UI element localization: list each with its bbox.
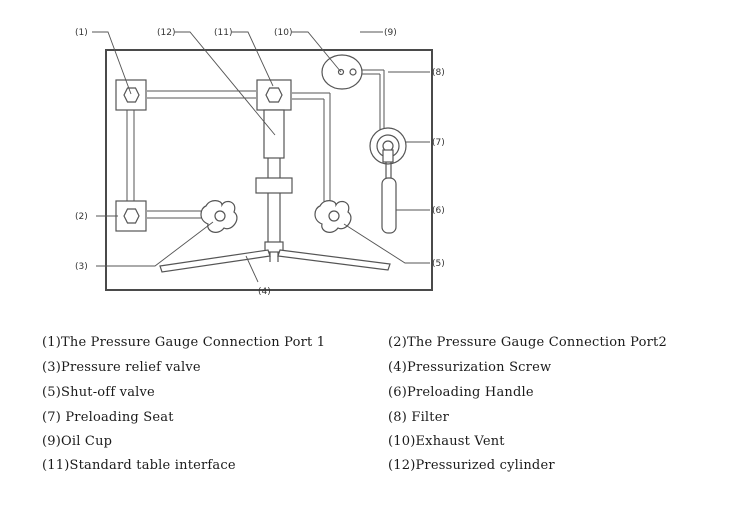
- callout-10: (10): [274, 28, 292, 38]
- callout-1: (1): [75, 28, 88, 38]
- callout-2: (2): [75, 212, 88, 222]
- legend-item-9: (9)Oil Cup: [42, 434, 113, 449]
- gauge-port-1: [115, 79, 147, 111]
- callout-3: (3): [75, 262, 88, 272]
- legend-item-1: (1)The Pressure Gauge Connection Port 1: [42, 335, 326, 350]
- pressurized-cylinder: [255, 109, 293, 242]
- gauge-port-2: [115, 200, 147, 232]
- callout-11: (11): [214, 28, 232, 38]
- pressurization-screw: [159, 241, 391, 273]
- shut-off-valve: [314, 200, 352, 233]
- pressure-relief-valve: [200, 200, 238, 233]
- callout-4: (4): [258, 287, 271, 297]
- preloading-seat: [369, 127, 407, 165]
- callout-12: (12): [157, 28, 175, 38]
- preloading-handle: [381, 162, 397, 234]
- callout-8: (8): [432, 68, 445, 78]
- callout-5: (5): [432, 259, 445, 269]
- legend-item-4: (4)Pressurization Screw: [388, 360, 552, 375]
- callout-leaders: [92, 31, 430, 283]
- table-interface: [256, 79, 292, 111]
- legend-item-2: (2)The Pressure Gauge Connection Port2: [388, 335, 667, 350]
- pressure-pump-diagram: (1) (12) (11) (10) (9) (8) (7) (6) (5) (…: [75, 28, 445, 297]
- pump-frame: [105, 49, 433, 291]
- legend-item-3: (3)Pressure relief valve: [42, 360, 201, 375]
- piping: [126, 69, 385, 219]
- legend-item-11: (11)Standard table interface: [42, 458, 236, 473]
- legend-item-7: (7) Preloading Seat: [42, 410, 174, 425]
- callout-9: (9): [384, 28, 397, 38]
- legend-item-12: (12)Pressurized cylinder: [388, 458, 555, 473]
- legend-item-8: (8) Filter: [388, 410, 450, 425]
- legend-item-6: (6)Preloading Handle: [388, 385, 534, 400]
- oil-cup: [321, 54, 363, 90]
- callout-7: (7): [432, 138, 445, 148]
- legend-item-10: (10)Exhaust Vent: [388, 434, 505, 449]
- callout-labels: (1) (12) (11) (10) (9) (8) (7) (6) (5) (…: [75, 28, 445, 297]
- legend-item-5: (5)Shut-off valve: [42, 385, 155, 400]
- callout-6: (6): [432, 206, 445, 216]
